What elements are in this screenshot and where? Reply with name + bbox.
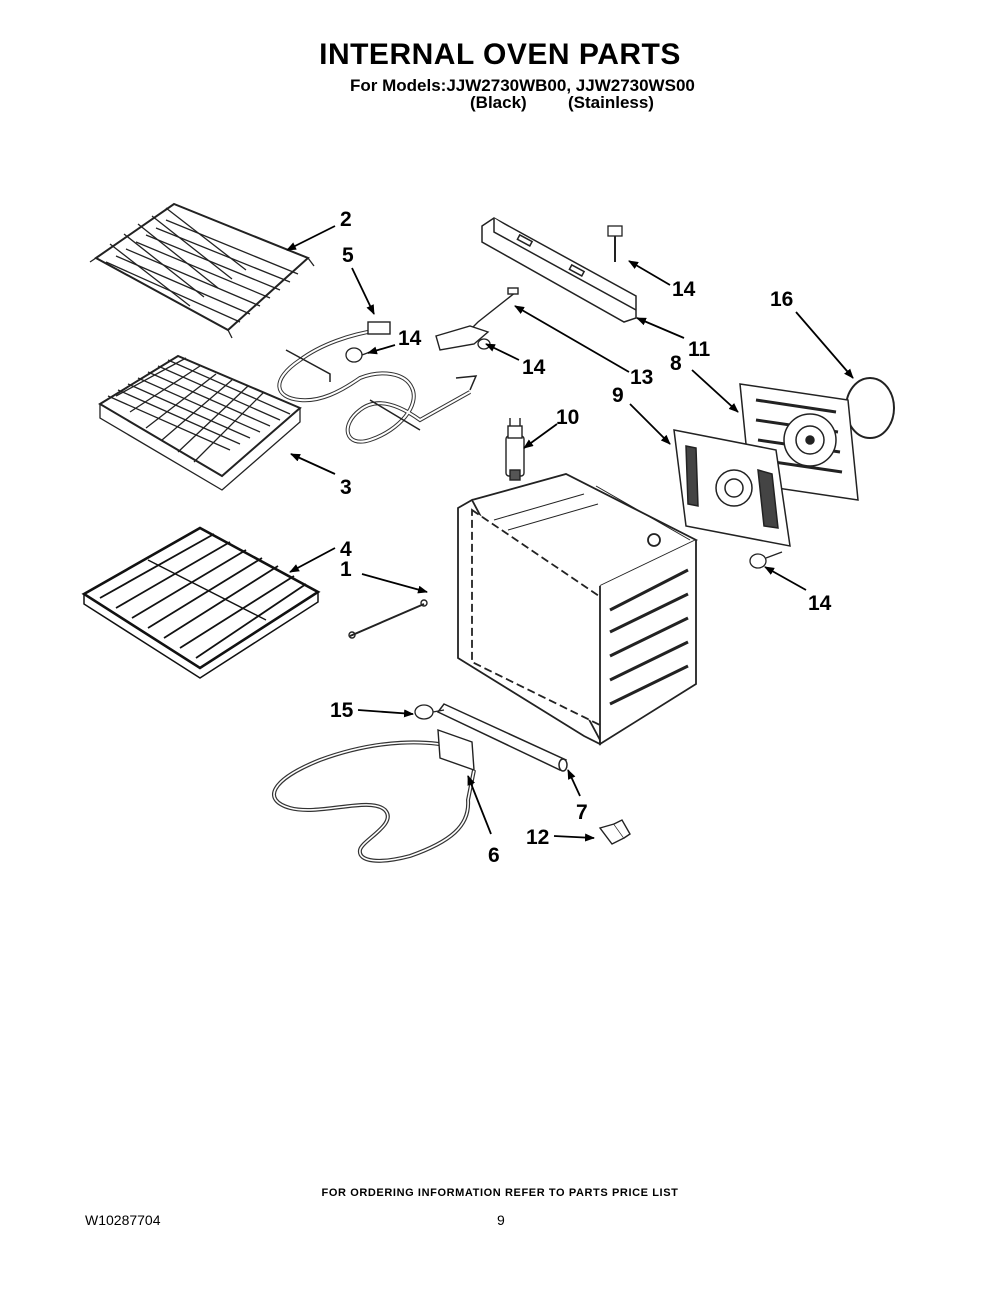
bake-element-part-6 xyxy=(272,728,476,863)
callout-15: 15 xyxy=(330,699,354,722)
screw-part-14-sensor xyxy=(477,338,491,350)
callout-9: 9 xyxy=(612,384,624,407)
callout-14-fan: 14 xyxy=(808,592,832,615)
mounting-bracket-part-11 xyxy=(481,217,637,323)
screw-part-15 xyxy=(414,704,445,720)
ordering-info-note: FOR ORDERING INFORMATION REFER TO PARTS … xyxy=(321,1187,679,1199)
page-title: INTERNAL OVEN PARTS xyxy=(319,38,681,71)
callout-14-sensor: 14 xyxy=(522,356,546,379)
document-number: W10287704 xyxy=(85,1212,161,1228)
fan-cover-part-9 xyxy=(673,429,791,547)
oven-sensor-part-13 xyxy=(435,287,519,351)
oven-rack-part-4 xyxy=(81,526,321,679)
meat-probe-part-1 xyxy=(348,599,428,639)
broil-element-part-5 xyxy=(277,321,478,444)
screw-part-14-broil xyxy=(345,347,371,363)
callout-10: 10 xyxy=(556,406,579,429)
callout-arrows xyxy=(286,225,854,842)
callout-11: 11 xyxy=(688,338,711,361)
callout-6: 6 xyxy=(488,844,500,867)
callout-13: 13 xyxy=(630,366,653,389)
screw-part-14-top xyxy=(607,225,623,262)
thermal-switch-part-10 xyxy=(505,418,525,481)
callout-14-broil: 14 xyxy=(398,327,422,350)
oven-cavity xyxy=(457,473,699,746)
callout-1: 1 xyxy=(340,558,352,581)
callout-7: 7 xyxy=(576,801,588,824)
vent-tube-part-7 xyxy=(436,703,568,772)
models-line: For Models:JJW2730WB00, JJW2730WS00 xyxy=(350,76,695,95)
callout-5: 5 xyxy=(342,244,354,267)
callout-8: 8 xyxy=(670,352,682,375)
clip-part-12 xyxy=(598,819,631,845)
page-number: 9 xyxy=(497,1212,505,1228)
variant-black-label: (Black) xyxy=(470,93,527,112)
callout-14-top: 14 xyxy=(672,278,696,301)
callout-4: 4 xyxy=(340,538,352,561)
callout-3: 3 xyxy=(340,476,352,499)
gasket-part-16 xyxy=(845,377,895,439)
oven-rack-part-2 xyxy=(89,202,315,339)
variant-stainless-label: (Stainless) xyxy=(568,93,654,112)
callout-2: 2 xyxy=(340,208,352,231)
screw-part-14-fan xyxy=(749,551,783,569)
callout-16: 16 xyxy=(770,288,793,311)
oven-rack-part-3 xyxy=(98,354,302,491)
callout-12: 12 xyxy=(526,826,549,849)
